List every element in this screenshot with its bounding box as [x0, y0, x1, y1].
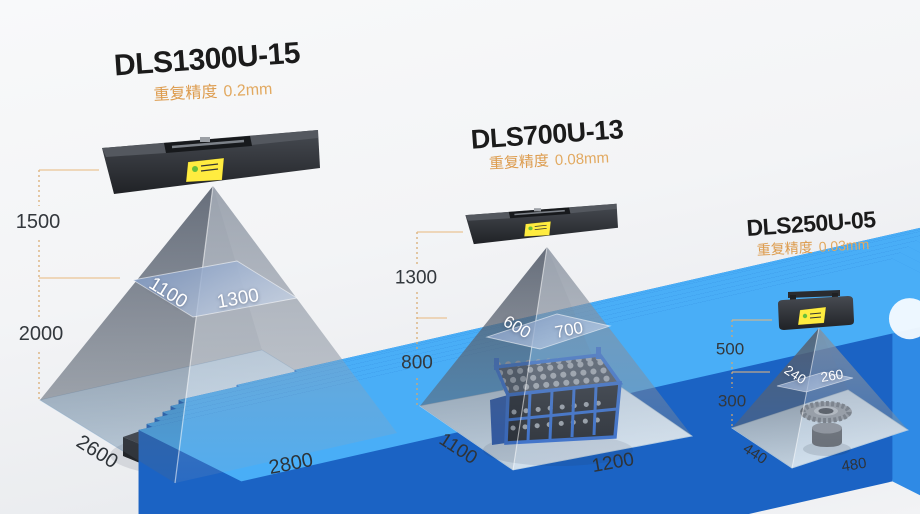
near-field-plane-left — [131, 260, 299, 318]
max-distance-label-left: 2000 — [18, 323, 64, 345]
standoff-distance-label-middle: 1300 — [394, 267, 438, 289]
scan-volume-left — [38, 128, 920, 514]
scan-volume-middle — [416, 202, 694, 471]
distance-tick-lines-middle — [417, 231, 463, 319]
far-length-label-right: 480 — [840, 454, 868, 476]
accuracy-label-middle: 重复精度 — [488, 152, 550, 173]
near-field-plane-middle — [485, 313, 612, 350]
distance-tick-lines-left — [39, 169, 120, 279]
scanner-device-middle — [464, 202, 619, 245]
near-length-label-right: 260 — [819, 366, 845, 385]
accuracy-label-right: 重复精度 — [756, 239, 814, 258]
accuracy-label-left: 重复精度 — [153, 83, 218, 105]
scanner-device-left — [100, 128, 322, 196]
distance-tick-lines-right — [732, 319, 772, 373]
scan-volume-right — [731, 289, 909, 469]
standoff-distance-label-right: 500 — [715, 339, 745, 359]
accuracy-value-right: 0.03mm — [818, 236, 870, 255]
max-distance-label-middle: 800 — [401, 352, 433, 374]
near-field-plane-right — [776, 371, 854, 393]
accuracy-value-middle: 0.08mm — [554, 149, 610, 170]
accuracy-value-left: 0.2mm — [223, 80, 273, 101]
standoff-distance-label-left: 1500 — [15, 211, 61, 233]
max-distance-label-right: 300 — [717, 391, 747, 411]
